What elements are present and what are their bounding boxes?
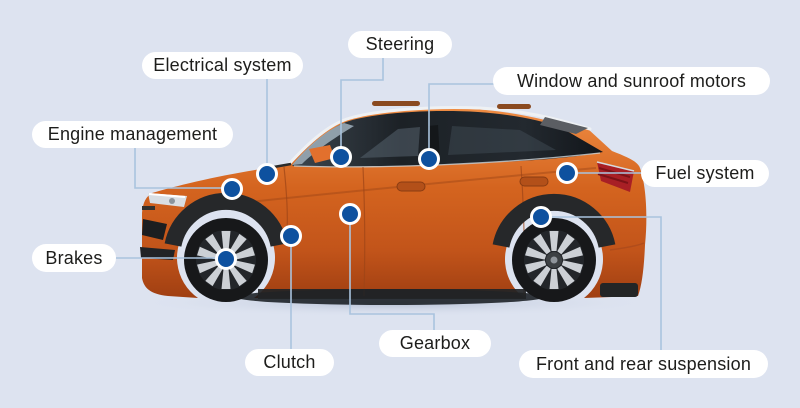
side-mirror <box>309 145 335 163</box>
front-air-intake <box>142 219 167 240</box>
rear-spoiler <box>540 117 588 134</box>
beltline-trim <box>293 152 601 168</box>
headlight-drl <box>148 193 186 198</box>
taillight-trim <box>596 161 635 172</box>
roof-rail-rear <box>497 104 531 109</box>
brakes-label[interactable]: Brakes <box>32 244 116 272</box>
window-reflection <box>360 127 420 158</box>
rear-bumper-seam <box>609 242 645 251</box>
steering-connector-line <box>340 58 384 157</box>
electrical-system-dot[interactable] <box>256 163 278 185</box>
electrical-system-label[interactable]: Electrical system <box>142 52 303 79</box>
engine-management-dot[interactable] <box>221 178 243 200</box>
window-sunroof-motors-connector-line <box>428 83 497 159</box>
steering-dot[interactable] <box>330 146 352 168</box>
fuel-system-label[interactable]: Fuel system <box>641 160 769 187</box>
rear-bumper-lower <box>600 283 638 297</box>
front-rear-suspension-label[interactable]: Front and rear suspension <box>519 350 768 378</box>
brakes-dot[interactable] <box>215 248 237 270</box>
roof-rail-front <box>372 101 420 106</box>
front-door-handle <box>396 181 426 192</box>
window-sunroof-motors-dot[interactable] <box>418 148 440 170</box>
roofline-trim <box>288 105 592 165</box>
front-lower-lip <box>140 247 175 260</box>
front-rear-suspension-dot[interactable] <box>530 206 552 228</box>
front-wheel-arch <box>164 192 288 247</box>
clutch-dot[interactable] <box>280 225 302 247</box>
rocker-trim <box>258 289 526 299</box>
rear-wheel-arch <box>492 193 616 248</box>
gearbox-label[interactable]: Gearbox <box>379 330 491 357</box>
engine-management-connector-line <box>134 148 232 189</box>
clutch-label[interactable]: Clutch <box>245 349 334 376</box>
steering-label[interactable]: Steering <box>348 31 452 58</box>
fuel-system-dot[interactable] <box>556 162 578 184</box>
window-sunroof-motors-label[interactable]: Window and sunroof motors <box>493 67 770 95</box>
rear-door-handle <box>519 176 549 187</box>
front-door-seam <box>362 166 366 297</box>
rear-wheel <box>512 218 596 302</box>
gearbox-connector-line <box>349 214 435 330</box>
car-windshield <box>292 123 354 165</box>
grille-slit <box>142 206 155 210</box>
engine-management-label[interactable]: Engine management <box>32 121 233 148</box>
window-reflection-rear <box>448 126 556 155</box>
gearbox-dot[interactable] <box>339 203 361 225</box>
front-rear-suspension-connector-line <box>541 216 662 350</box>
headlight-projector <box>169 198 175 204</box>
